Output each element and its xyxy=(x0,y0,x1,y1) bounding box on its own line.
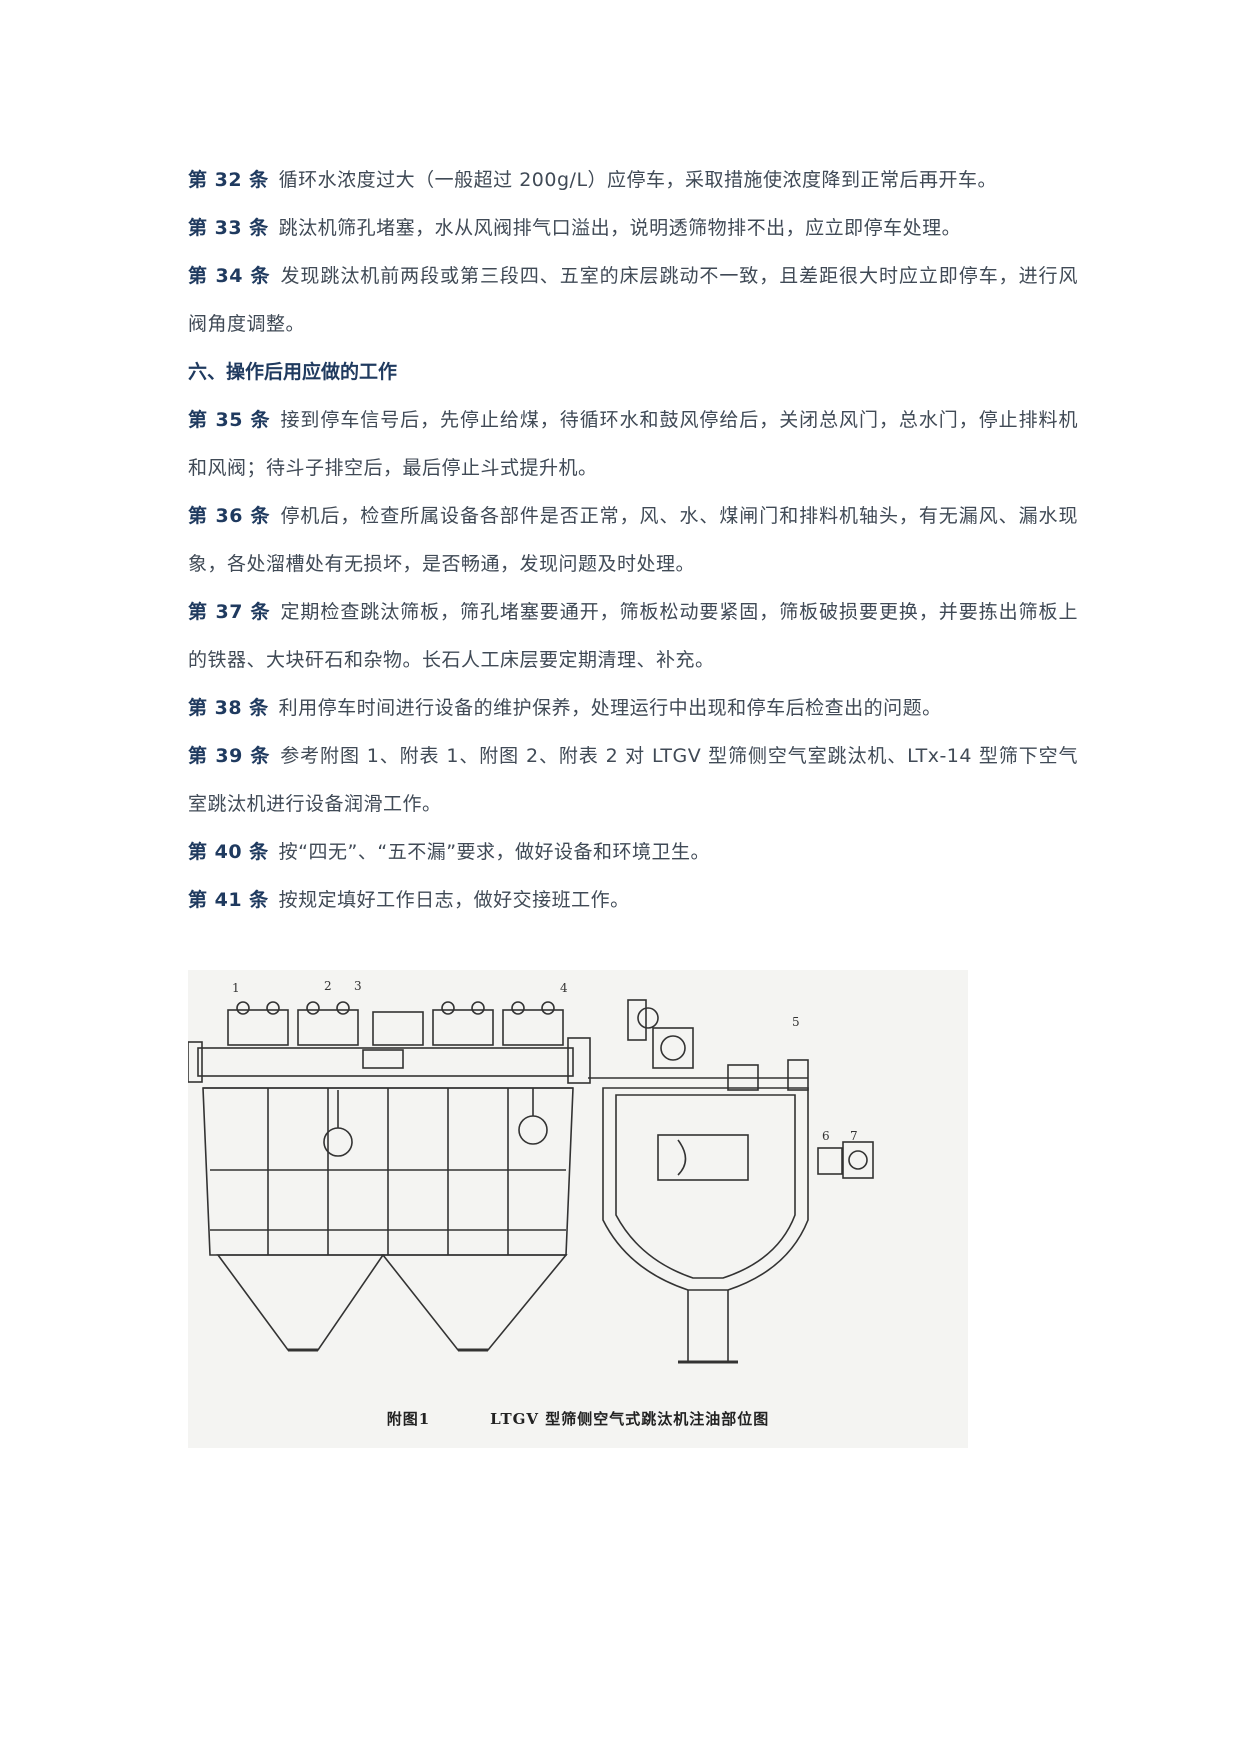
part-number-2: 2 xyxy=(324,979,332,993)
article-37: 第 37 条定期检查跳汰筛板，筛孔堵塞要通开，筛板松动要紧固，筛板破损要更换，并… xyxy=(188,588,1078,684)
article-text: 停机后，检查所属设备各部件是否正常，风、水、煤闸门和排料机轴头，有无漏风、漏水现… xyxy=(188,505,1078,575)
article-text: 跳汰机筛孔堵塞，水从风阀排气口溢出，说明透筛物排不出，应立即停车处理。 xyxy=(278,217,962,239)
valve-box xyxy=(372,1011,424,1046)
article-text: 循环水浓度过大（一般超过 200g/L）应停车，采取措施使浓度降到正常后再开车。 xyxy=(278,169,998,191)
article-number: 第 41 条 xyxy=(188,889,269,911)
part-number-6: 6 xyxy=(822,1129,830,1143)
article-text: 接到停车信号后，先停止给煤，待循环水和鼓风停给后，关闭总风门，总水门，停止排料机… xyxy=(188,409,1078,479)
article-number: 第 34 条 xyxy=(188,265,271,287)
figure-caption: 附图1 LTGV 型筛侧空气式跳汰机注油部位图 xyxy=(188,1408,968,1429)
article-number: 第 37 条 xyxy=(188,601,271,623)
figure-label: 附图1 xyxy=(386,1410,431,1428)
article-text: 按“四无”、“五不漏”要求，做好设备和环境卫生。 xyxy=(278,841,711,863)
article-number: 第 33 条 xyxy=(188,217,269,239)
article-text: 按规定填好工作日志，做好交接班工作。 xyxy=(278,889,630,911)
article-number: 第 38 条 xyxy=(188,697,269,719)
valve-box xyxy=(227,1009,289,1046)
part-number-1: 1 xyxy=(232,981,240,995)
article-38: 第 38 条利用停车时间进行设备的维护保养，处理运行中出现和停车后检查出的问题。 xyxy=(188,684,1078,732)
article-35: 第 35 条接到停车信号后，先停止给煤，待循环水和鼓风停给后，关闭总风门，总水门… xyxy=(188,396,1078,492)
article-text: 发现跳汰机前两段或第三段四、五室的床层跳动不一致，且差距很大时应立即停车，进行风… xyxy=(188,265,1078,335)
figure-title: LTGV 型筛侧空气式跳汰机注油部位图 xyxy=(490,1410,770,1428)
valve-box xyxy=(297,1009,359,1046)
article-number: 第 36 条 xyxy=(188,505,271,527)
valve-box xyxy=(432,1009,494,1046)
article-41: 第 41 条按规定填好工作日志，做好交接班工作。 xyxy=(188,876,1078,924)
part-number-5: 5 xyxy=(792,1015,800,1029)
article-34: 第 34 条发现跳汰机前两段或第三段四、五室的床层跳动不一致，且差距很大时应立即… xyxy=(188,252,1078,348)
article-text: 定期检查跳汰筛板，筛孔堵塞要通开，筛板松动要紧固，筛板破损要更换，并要拣出筛板上… xyxy=(188,601,1078,671)
article-number: 第 40 条 xyxy=(188,841,269,863)
article-text: 参考附图 1、附表 1、附图 2、附表 2 对 LTGV 型筛侧空气室跳汰机、L… xyxy=(188,745,1079,815)
article-number: 第 35 条 xyxy=(188,409,271,431)
section-heading: 六、操作后用应做的工作 xyxy=(188,361,398,383)
article-40: 第 40 条按“四无”、“五不漏”要求，做好设备和环境卫生。 xyxy=(188,828,1078,876)
article-number: 第 39 条 xyxy=(188,745,271,767)
article-36: 第 36 条停机后，检查所属设备各部件是否正常，风、水、煤闸门和排料机轴头，有无… xyxy=(188,492,1078,588)
jig-machine-drawing: 1 2 3 4 5 6 7 xyxy=(188,979,874,1364)
part-number-3: 3 xyxy=(354,979,362,993)
valve-box xyxy=(502,1009,564,1046)
jig-lubrication-figure: 1 2 3 4 5 6 7 附图1 LTGV 型筛侧空气式跳汰机注油部位图 xyxy=(188,970,968,1448)
document-body: 第 32 条循环水浓度过大（一般超过 200g/L）应停车，采取措施使浓度降到正… xyxy=(188,156,1078,924)
part-number-7: 7 xyxy=(850,1129,858,1143)
article-39: 第 39 条参考附图 1、附表 1、附图 2、附表 2 对 LTGV 型筛侧空气… xyxy=(188,732,1078,828)
article-text: 利用停车时间进行设备的维护保养，处理运行中出现和停车后检查出的问题。 xyxy=(278,697,942,719)
article-32: 第 32 条循环水浓度过大（一般超过 200g/L）应停车，采取措施使浓度降到正… xyxy=(188,156,1078,204)
part-number-4: 4 xyxy=(560,981,568,995)
article-33: 第 33 条跳汰机筛孔堵塞，水从风阀排气口溢出，说明透筛物排不出，应立即停车处理… xyxy=(188,204,1078,252)
article-number: 第 32 条 xyxy=(188,169,269,191)
